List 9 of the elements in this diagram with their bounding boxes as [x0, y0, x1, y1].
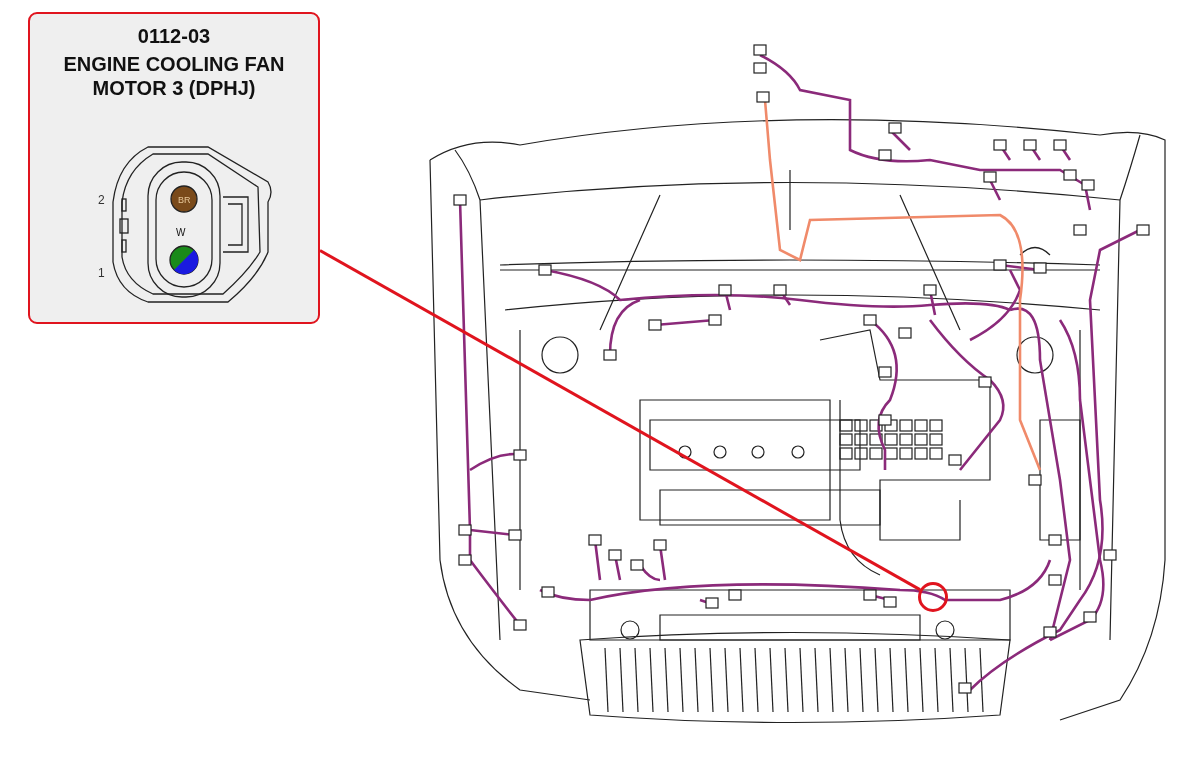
connector-code: 0112-03 [136, 24, 212, 48]
pin-number: 2 [98, 194, 105, 207]
highlight-circle [918, 582, 948, 612]
leader-line [319, 249, 921, 591]
pin-number: 1 [98, 267, 105, 280]
connector-callout-card [28, 12, 320, 324]
wire-color-code: W [176, 226, 186, 239]
connector-title: ENGINE COOLING FAN MOTOR 3 (DPHJ) [62, 52, 286, 100]
wire-color-code: BR [178, 194, 191, 207]
